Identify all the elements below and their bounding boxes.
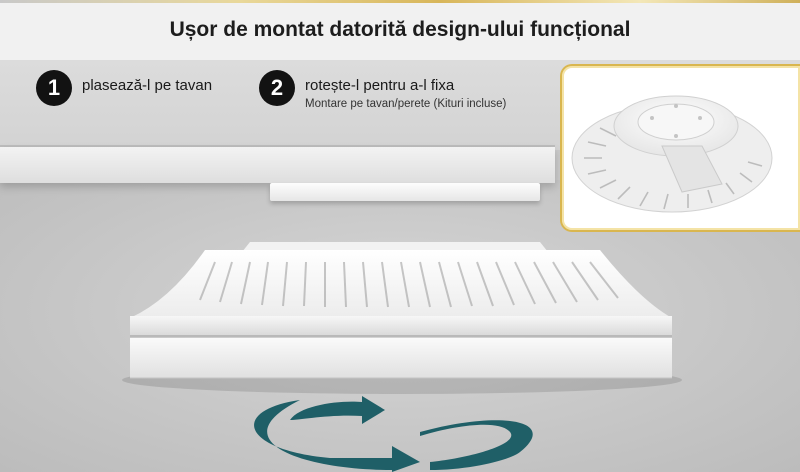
ceiling-edge xyxy=(0,145,555,148)
step-2-label: rotește-l pentru a-l fixa xyxy=(305,77,455,94)
mounting-plate xyxy=(270,183,540,201)
step-2-badge: 2 xyxy=(259,70,295,106)
gold-accent-line xyxy=(0,0,800,3)
vent-slots xyxy=(199,261,619,308)
ceiling-panel xyxy=(0,147,555,183)
step-1-label: plasează-l pe tavan xyxy=(82,77,213,94)
step-1-badge: 1 xyxy=(36,70,72,106)
page-title: Ușor de montat datorită design-ului func… xyxy=(169,18,631,41)
step-1: 1 plasează-l pe tavan xyxy=(36,70,212,106)
step-2: 2 rotește-l pentru a-l fixa Montare pe t… xyxy=(259,70,506,110)
background-top xyxy=(0,0,800,60)
device-closeup-inset xyxy=(560,64,800,232)
step-2-sublabel: Montare pe tavan/perete (Kituri incluse) xyxy=(305,98,507,110)
device-underside-image xyxy=(571,95,773,213)
